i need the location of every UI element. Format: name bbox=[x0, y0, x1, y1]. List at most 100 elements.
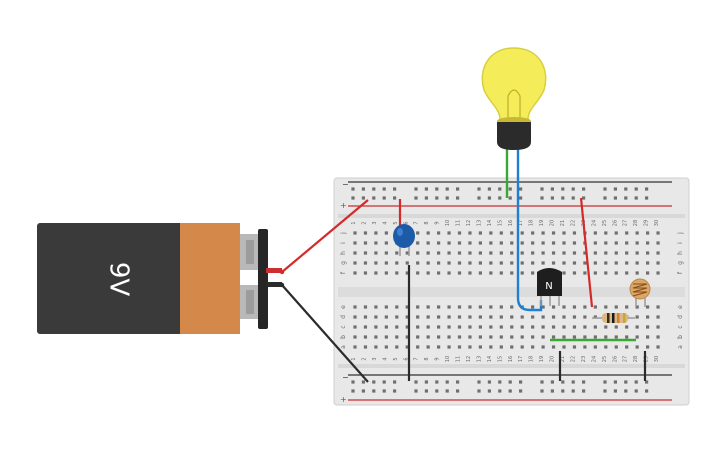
breadboard-hole[interactable] bbox=[656, 325, 660, 329]
breadboard-hole[interactable] bbox=[363, 345, 368, 349]
breadboard-hole[interactable] bbox=[510, 315, 514, 319]
breadboard-hole[interactable] bbox=[593, 261, 597, 265]
breadboard-hole[interactable] bbox=[562, 315, 566, 319]
breadboard-hole[interactable] bbox=[614, 231, 618, 235]
breadboard-hole[interactable] bbox=[353, 271, 357, 275]
breadboard-hole[interactable] bbox=[363, 305, 368, 309]
breadboard-hole[interactable] bbox=[393, 389, 397, 393]
breadboard-hole[interactable] bbox=[625, 325, 629, 329]
breadboard-hole[interactable] bbox=[447, 305, 451, 309]
breadboard-hole[interactable] bbox=[405, 271, 409, 275]
breadboard-hole[interactable] bbox=[510, 271, 514, 275]
breadboard-hole[interactable] bbox=[499, 251, 503, 255]
breadboard-hole[interactable] bbox=[374, 325, 378, 329]
breadboard-hole[interactable] bbox=[593, 305, 597, 309]
breadboard-hole[interactable] bbox=[363, 251, 368, 255]
breadboard-hole[interactable] bbox=[646, 261, 650, 265]
breadboard-hole[interactable] bbox=[572, 335, 577, 339]
breadboard-hole[interactable] bbox=[625, 335, 629, 339]
breadboard-hole[interactable] bbox=[447, 251, 451, 255]
breadboard-hole[interactable] bbox=[382, 187, 386, 191]
breadboard-hole[interactable] bbox=[456, 389, 460, 393]
breadboard-hole[interactable] bbox=[416, 315, 420, 319]
breadboard-hole[interactable] bbox=[646, 231, 650, 235]
breadboard-hole[interactable] bbox=[572, 261, 577, 265]
breadboard-hole[interactable] bbox=[372, 380, 376, 384]
breadboard-hole[interactable] bbox=[353, 325, 357, 329]
breadboard-hole[interactable] bbox=[583, 315, 587, 319]
breadboard-hole[interactable] bbox=[384, 241, 388, 245]
breadboard-hole[interactable] bbox=[416, 271, 420, 275]
breadboard-hole[interactable] bbox=[353, 261, 357, 265]
breadboard-hole[interactable] bbox=[520, 325, 524, 329]
breadboard-hole[interactable] bbox=[561, 389, 565, 393]
breadboard-hole[interactable] bbox=[351, 380, 355, 384]
breadboard-hole[interactable] bbox=[499, 271, 503, 275]
breadboard-hole[interactable] bbox=[624, 389, 628, 393]
breadboard-hole[interactable] bbox=[468, 305, 472, 309]
breadboard-hole[interactable] bbox=[363, 315, 368, 319]
breadboard-hole[interactable] bbox=[551, 305, 556, 309]
breadboard-hole[interactable] bbox=[487, 187, 491, 191]
breadboard-hole[interactable] bbox=[393, 196, 397, 200]
breadboard-hole[interactable] bbox=[363, 271, 368, 275]
breadboard-hole[interactable] bbox=[424, 389, 428, 393]
breadboard-hole[interactable] bbox=[478, 345, 482, 349]
breadboard-hole[interactable] bbox=[395, 315, 399, 319]
breadboard-hole[interactable] bbox=[604, 241, 608, 245]
breadboard-hole[interactable] bbox=[382, 196, 386, 200]
breadboard-hole[interactable] bbox=[562, 271, 566, 275]
breadboard-hole[interactable] bbox=[489, 251, 493, 255]
breadboard-hole[interactable] bbox=[614, 325, 618, 329]
breadboard-hole[interactable] bbox=[520, 271, 524, 275]
breadboard-hole[interactable] bbox=[508, 380, 512, 384]
breadboard-hole[interactable] bbox=[614, 241, 618, 245]
breadboard-hole[interactable] bbox=[426, 305, 430, 309]
breadboard-hole[interactable] bbox=[634, 389, 638, 393]
breadboard-hole[interactable] bbox=[477, 380, 481, 384]
breadboard-hole[interactable] bbox=[426, 251, 430, 255]
breadboard-hole[interactable] bbox=[635, 261, 639, 265]
breadboard-hole[interactable] bbox=[456, 196, 460, 200]
breadboard-hole[interactable] bbox=[351, 187, 355, 191]
breadboard-hole[interactable] bbox=[613, 389, 617, 393]
breadboard-hole[interactable] bbox=[625, 231, 629, 235]
light-bulb[interactable] bbox=[481, 47, 547, 150]
breadboard-hole[interactable] bbox=[635, 315, 639, 319]
breadboard-hole[interactable] bbox=[625, 345, 629, 349]
breadboard-hole[interactable] bbox=[593, 251, 597, 255]
breadboard-hole[interactable] bbox=[510, 261, 514, 265]
breadboard-hole[interactable] bbox=[405, 335, 409, 339]
breadboard-hole[interactable] bbox=[353, 251, 357, 255]
breadboard-hole[interactable] bbox=[372, 389, 376, 393]
battery-negative-wire[interactable] bbox=[281, 284, 369, 383]
breadboard-hole[interactable] bbox=[489, 315, 493, 319]
breadboard-hole[interactable] bbox=[361, 380, 365, 384]
breadboard-hole[interactable] bbox=[478, 325, 482, 329]
breadboard-hole[interactable] bbox=[456, 380, 460, 384]
breadboard-hole[interactable] bbox=[541, 241, 545, 245]
breadboard-hole[interactable] bbox=[374, 345, 378, 349]
breadboard-hole[interactable] bbox=[646, 335, 650, 339]
photoresistor[interactable] bbox=[629, 278, 651, 307]
breadboard-hole[interactable] bbox=[426, 241, 430, 245]
breadboard-hole[interactable] bbox=[604, 251, 608, 255]
breadboard-hole[interactable] bbox=[384, 325, 388, 329]
breadboard-hole[interactable] bbox=[551, 251, 556, 255]
breadboard-hole[interactable] bbox=[498, 196, 502, 200]
breadboard-hole[interactable] bbox=[489, 271, 493, 275]
breadboard-hole[interactable] bbox=[510, 231, 514, 235]
breadboard-hole[interactable] bbox=[519, 389, 523, 393]
breadboard-hole[interactable] bbox=[457, 305, 462, 309]
breadboard-hole[interactable] bbox=[435, 187, 439, 191]
breadboard-hole[interactable] bbox=[604, 271, 608, 275]
breadboard-hole[interactable] bbox=[541, 335, 545, 339]
breadboard-hole[interactable] bbox=[635, 325, 639, 329]
breadboard-hole[interactable] bbox=[416, 325, 420, 329]
breadboard-hole[interactable] bbox=[520, 241, 524, 245]
breadboard-hole[interactable] bbox=[562, 335, 566, 339]
breadboard-hole[interactable] bbox=[614, 261, 618, 265]
breadboard-hole[interactable] bbox=[457, 261, 462, 265]
breadboard-hole[interactable] bbox=[604, 345, 608, 349]
breadboard-hole[interactable] bbox=[405, 251, 409, 255]
